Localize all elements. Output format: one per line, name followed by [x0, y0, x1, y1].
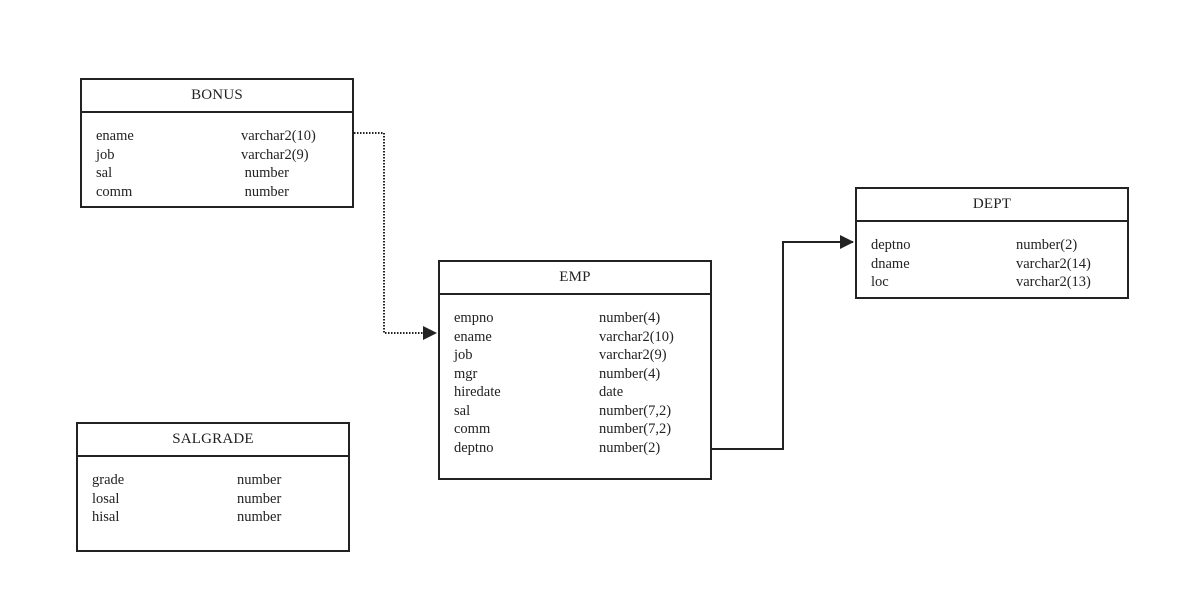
column-type: varchar2(10): [599, 328, 674, 345]
column-row: job varchar2(9): [96, 146, 352, 165]
entity-bonus-title: BONUS: [82, 80, 352, 113]
column-name: job: [96, 146, 115, 163]
column-type: number: [241, 165, 289, 181]
column-row: ename varchar2(10): [96, 127, 352, 146]
column-name: grade: [92, 472, 125, 488]
column-name: deptno: [454, 439, 494, 456]
column-name: comm: [454, 421, 491, 437]
column-type: number(4): [599, 310, 661, 326]
column-row: grade number: [92, 471, 348, 490]
bonus-to-emp-connector: [354, 132, 437, 340]
entity-emp-columns: empno number(4) ename varchar2(10) job v…: [440, 295, 710, 457]
column-name: ename: [454, 328, 492, 345]
column-row: comm number: [96, 183, 352, 202]
column-row: hiredate date: [454, 383, 710, 402]
column-row: deptno number(2): [454, 439, 710, 458]
column-name: comm: [96, 183, 133, 200]
entity-salgrade[interactable]: SALGRADE grade number losal number hisal…: [76, 422, 350, 552]
column-name: empno: [454, 310, 494, 326]
column-name: loc: [871, 274, 889, 290]
column-row: loc varchar2(13): [871, 273, 1127, 292]
column-name: hisal: [92, 509, 120, 525]
column-name: deptno: [871, 237, 911, 253]
emp-to-dept-connector: [712, 235, 854, 450]
column-type: varchar2(13): [1016, 274, 1091, 290]
entity-dept-columns: deptno number(2) dname varchar2(14) loc …: [857, 222, 1127, 292]
entity-emp-title: EMP: [440, 262, 710, 295]
column-row: empno number(4): [454, 309, 710, 328]
column-name: sal: [96, 165, 113, 181]
column-row: job varchar2(9): [454, 346, 710, 365]
column-type: number(2): [1016, 237, 1078, 253]
column-row: dname varchar2(14): [871, 255, 1127, 274]
column-row: losal number: [92, 490, 348, 509]
column-type: number(7,2): [599, 402, 672, 419]
column-row: mgr number(4): [454, 365, 710, 384]
column-row: ename varchar2(10): [454, 328, 710, 347]
column-type: varchar2(14): [1016, 255, 1091, 272]
column-row: hisal number: [92, 508, 348, 527]
column-type: number: [241, 183, 289, 200]
column-name: ename: [96, 128, 134, 144]
entity-dept[interactable]: DEPT deptno number(2) dname varchar2(14)…: [855, 187, 1129, 299]
column-type: number: [237, 509, 282, 525]
column-name: dname: [871, 255, 910, 272]
entity-salgrade-title: SALGRADE: [78, 424, 348, 457]
entity-emp[interactable]: EMP empno number(4) ename varchar2(10) j…: [438, 260, 712, 480]
column-type: number(7,2): [599, 421, 672, 437]
entity-bonus[interactable]: BONUS ename varchar2(10) job varchar2(9)…: [80, 78, 354, 208]
column-type: number: [237, 490, 282, 507]
column-name: job: [454, 347, 473, 363]
column-row: deptno number(2): [871, 236, 1127, 255]
column-row: comm number(7,2): [454, 420, 710, 439]
column-type: number(2): [599, 439, 661, 456]
column-name: hiredate: [454, 384, 501, 400]
column-type: varchar2(9): [599, 347, 667, 363]
column-type: varchar2(9): [241, 146, 309, 163]
column-row: sal number: [96, 164, 352, 183]
column-name: mgr: [454, 365, 478, 382]
entity-bonus-columns: ename varchar2(10) job varchar2(9) sal n…: [82, 113, 352, 201]
entity-dept-title: DEPT: [857, 189, 1127, 222]
column-type: date: [599, 384, 624, 400]
entity-salgrade-columns: grade number losal number hisal number: [78, 457, 348, 527]
column-name: losal: [92, 490, 120, 507]
column-row: sal number(7,2): [454, 402, 710, 421]
column-type: varchar2(10): [241, 128, 316, 144]
column-name: sal: [454, 402, 471, 419]
column-type: number(4): [599, 365, 661, 382]
column-type: number: [237, 472, 282, 488]
